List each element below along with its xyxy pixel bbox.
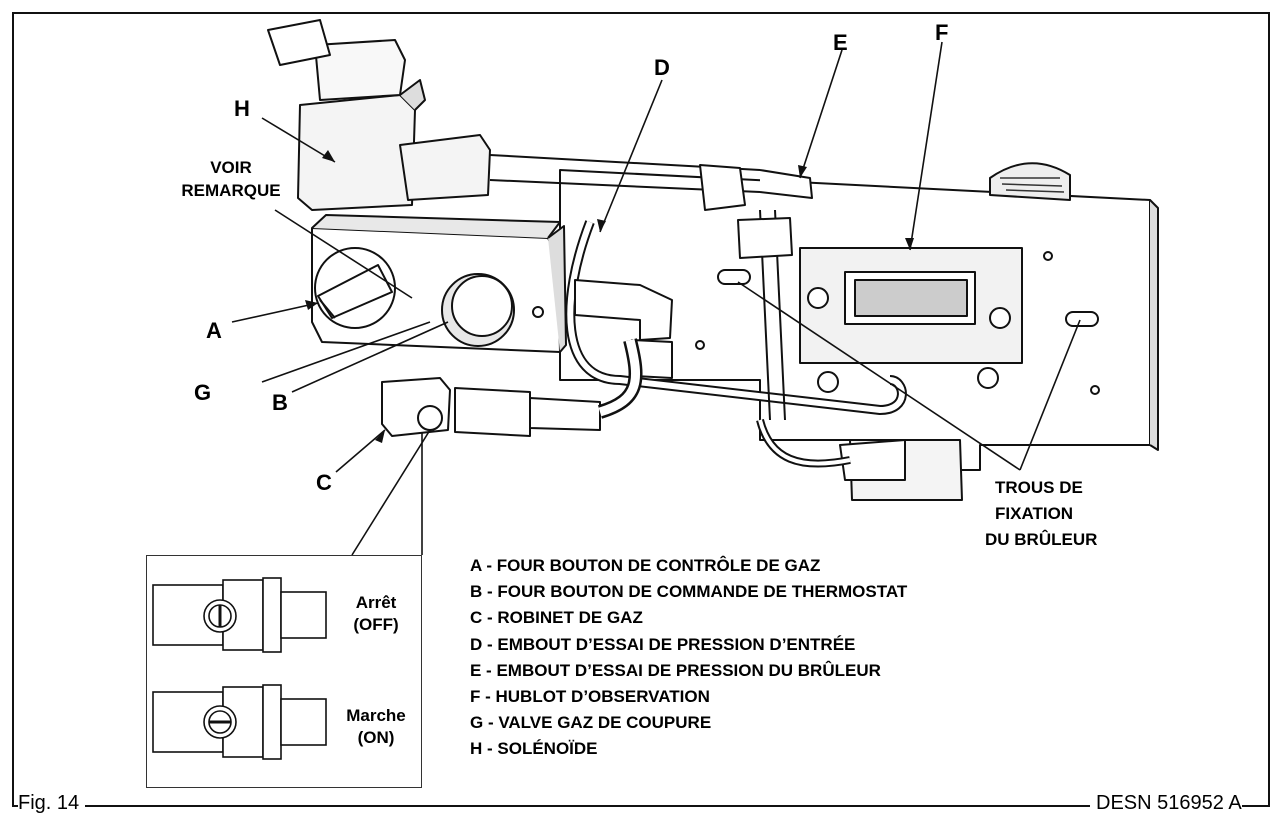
callout-voir-line2: REMARQUE (181, 181, 281, 200)
callout-h: H (234, 96, 250, 121)
legend-item-d: D - EMBOUT D’ESSAI DE PRESSION D’ENTRÉE (470, 634, 856, 654)
callout-voir-remarque: VOIR REMARQUE (166, 158, 296, 201)
callout-f: F (935, 20, 949, 45)
legend-item-e: E - EMBOUT D’ESSAI DE PRESSION DU BRÛLEU… (470, 660, 881, 680)
inset-on-line2: (ON) (357, 728, 395, 747)
drawing-number: DESN 516952 A (1090, 792, 1242, 815)
callout-b: B (272, 390, 288, 415)
legend-item-b: B - FOUR BOUTON DE COMMANDE DE THERMOSTA… (470, 582, 908, 602)
legend-item-h: H - SOLÉNOÏDE (470, 739, 598, 759)
callout-trous-line3: DU BRÛLEUR (985, 530, 1098, 549)
gas-cock-position-inset (146, 555, 422, 788)
inset-off-label: Arrêt (OFF) (336, 592, 416, 636)
callout-g: G (194, 380, 212, 405)
callout-c: C (316, 470, 332, 495)
inset-on-label: Marche (ON) (333, 705, 419, 749)
legend-item-a: A - FOUR BOUTON DE CONTRÔLE DE GAZ (470, 556, 821, 575)
solenoid-block (297, 94, 416, 211)
callout-a: A (206, 318, 222, 343)
parts-legend: A - FOUR BOUTON DE CONTRÔLE DE GAZ B - F… (470, 553, 907, 763)
figure-number: Fig. 14 (18, 792, 86, 815)
callout-d: D (654, 55, 670, 80)
legend-item-c: C - ROBINET DE GAZ (470, 608, 643, 628)
solenoid-cap (314, 39, 406, 101)
gas-cock (381, 377, 451, 437)
legend-item-g: G - VALVE GAZ DE COUPURE (470, 713, 712, 733)
inset-off-line1: Arrêt (355, 593, 397, 612)
inset-off-line2: (OFF) (353, 615, 399, 634)
burner-orifice-disc (989, 162, 1071, 201)
callout-trous-line2: FIXATION (995, 504, 1074, 523)
sight-window-frame (799, 247, 1023, 364)
callout-e: E (833, 30, 848, 55)
callout-voir-line1: VOIR (210, 158, 252, 177)
legend-item-f: F - HUBLOT D’OBSERVATION (470, 687, 710, 707)
inset-on-line1: Marche (346, 706, 406, 725)
callout-trous-line1: TROUS DE (995, 478, 1083, 497)
figure-frame (12, 12, 1270, 807)
callout-trous-de-fixation: TROUS DE FIXATION DU BRÛLEUR (985, 475, 1097, 553)
